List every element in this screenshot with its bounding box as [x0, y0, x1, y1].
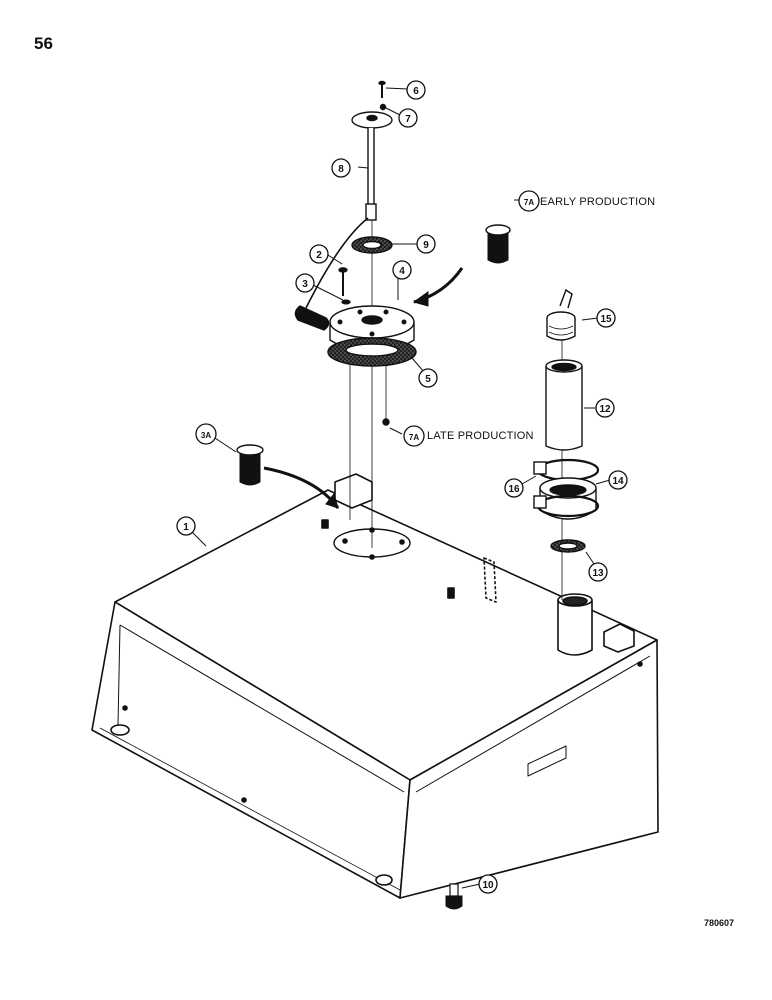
svg-text:4: 4 — [399, 266, 405, 277]
callout-7: 7 — [398, 108, 418, 128]
part-callouts: 1 2 3 3A 4 5 6 7 7A 7A 8 9 10 12 13 14 1… — [176, 80, 628, 894]
svg-text:16: 16 — [508, 484, 520, 495]
loose-parts — [236, 224, 511, 910]
leader-lines — [191, 87, 611, 889]
callout-8: 8 — [331, 158, 351, 178]
svg-text:15: 15 — [600, 314, 612, 325]
svg-text:5: 5 — [425, 374, 431, 385]
svg-text:10: 10 — [482, 880, 494, 891]
page-number: 56 — [34, 34, 53, 53]
svg-text:6: 6 — [413, 86, 419, 97]
callout-2: 2 — [309, 244, 329, 264]
svg-text:7A: 7A — [409, 433, 419, 442]
callout-7a-early: 7A — [518, 190, 540, 212]
svg-text:14: 14 — [612, 476, 624, 487]
callout-13: 13 — [588, 562, 608, 582]
svg-text:3: 3 — [302, 279, 308, 290]
note-early-production: EARLY PRODUCTION — [540, 196, 656, 208]
svg-text:7: 7 — [405, 114, 411, 125]
pointer-arrows — [263, 267, 464, 509]
drawing-id: 780607 — [704, 918, 735, 928]
fuel-tank — [91, 473, 659, 899]
callout-10: 10 — [478, 874, 498, 894]
callout-14: 14 — [608, 470, 628, 490]
callout-15: 15 — [596, 308, 616, 328]
callout-1: 1 — [176, 516, 196, 536]
filler-assembly — [533, 288, 600, 600]
svg-text:1: 1 — [183, 522, 189, 533]
svg-text:9: 9 — [423, 240, 429, 251]
svg-text:12: 12 — [599, 404, 611, 415]
callout-3a: 3A — [195, 423, 217, 445]
svg-text:7A: 7A — [524, 198, 534, 207]
callout-12: 12 — [595, 398, 615, 418]
svg-text:2: 2 — [316, 250, 322, 261]
callout-9: 9 — [416, 234, 436, 254]
callout-16: 16 — [504, 478, 524, 498]
callout-7a-late: 7A — [403, 425, 425, 447]
svg-text:13: 13 — [592, 568, 604, 579]
callout-4: 4 — [392, 260, 412, 280]
svg-text:8: 8 — [338, 164, 344, 175]
fuel-sender-assembly — [294, 80, 417, 548]
svg-text:3A: 3A — [201, 431, 211, 440]
note-late-production: LATE PRODUCTION — [427, 430, 534, 442]
callout-6: 6 — [406, 80, 426, 100]
callout-5: 5 — [418, 368, 438, 388]
callout-3: 3 — [295, 273, 315, 293]
